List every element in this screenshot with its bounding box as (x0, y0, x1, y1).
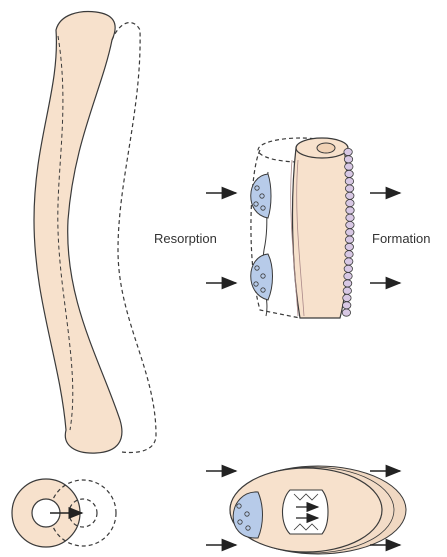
long-bone-dashed-outline (112, 23, 156, 453)
osteoblast-cell (346, 229, 354, 236)
osteoblast-cell (343, 280, 351, 287)
bottom-cross-section (230, 466, 406, 554)
osteoblast-cell (344, 156, 352, 163)
osteoblast-cell (345, 178, 353, 185)
osteoblast-cell (345, 163, 353, 170)
osteoblast-cell (345, 251, 353, 258)
osteoblast-cell (346, 207, 354, 214)
bone-segment (251, 138, 354, 318)
osteoblast-cell (344, 273, 352, 280)
segment-canal (317, 143, 335, 153)
formation-label: Formation (372, 231, 431, 246)
resorption-label: Resorption (154, 231, 217, 246)
osteoblast-cell (343, 302, 351, 309)
osteoblast-cell (346, 200, 354, 207)
osteoclast-lower (251, 254, 273, 300)
osteoblast-cell (345, 185, 353, 192)
osteoblast-cell (344, 148, 352, 155)
osteoblast-cell (343, 287, 351, 294)
osteoblast-cell (346, 221, 354, 228)
osteoblast-cell (342, 309, 350, 316)
osteoblast-cell (346, 192, 354, 199)
osteoblast-cell (345, 258, 353, 265)
segment-body (293, 148, 350, 318)
osteoblast-cell (345, 236, 353, 243)
osteoblast-cell (345, 170, 353, 177)
bottom-canal (283, 490, 329, 534)
long-bone-shape (34, 12, 122, 454)
osteoblast-cell (344, 265, 352, 272)
osteoblast-cell (345, 243, 353, 250)
osteoblast-cell (343, 294, 351, 301)
cross-section-small (12, 479, 116, 547)
long-bone (34, 12, 156, 454)
osteoblast-cell (346, 214, 354, 221)
